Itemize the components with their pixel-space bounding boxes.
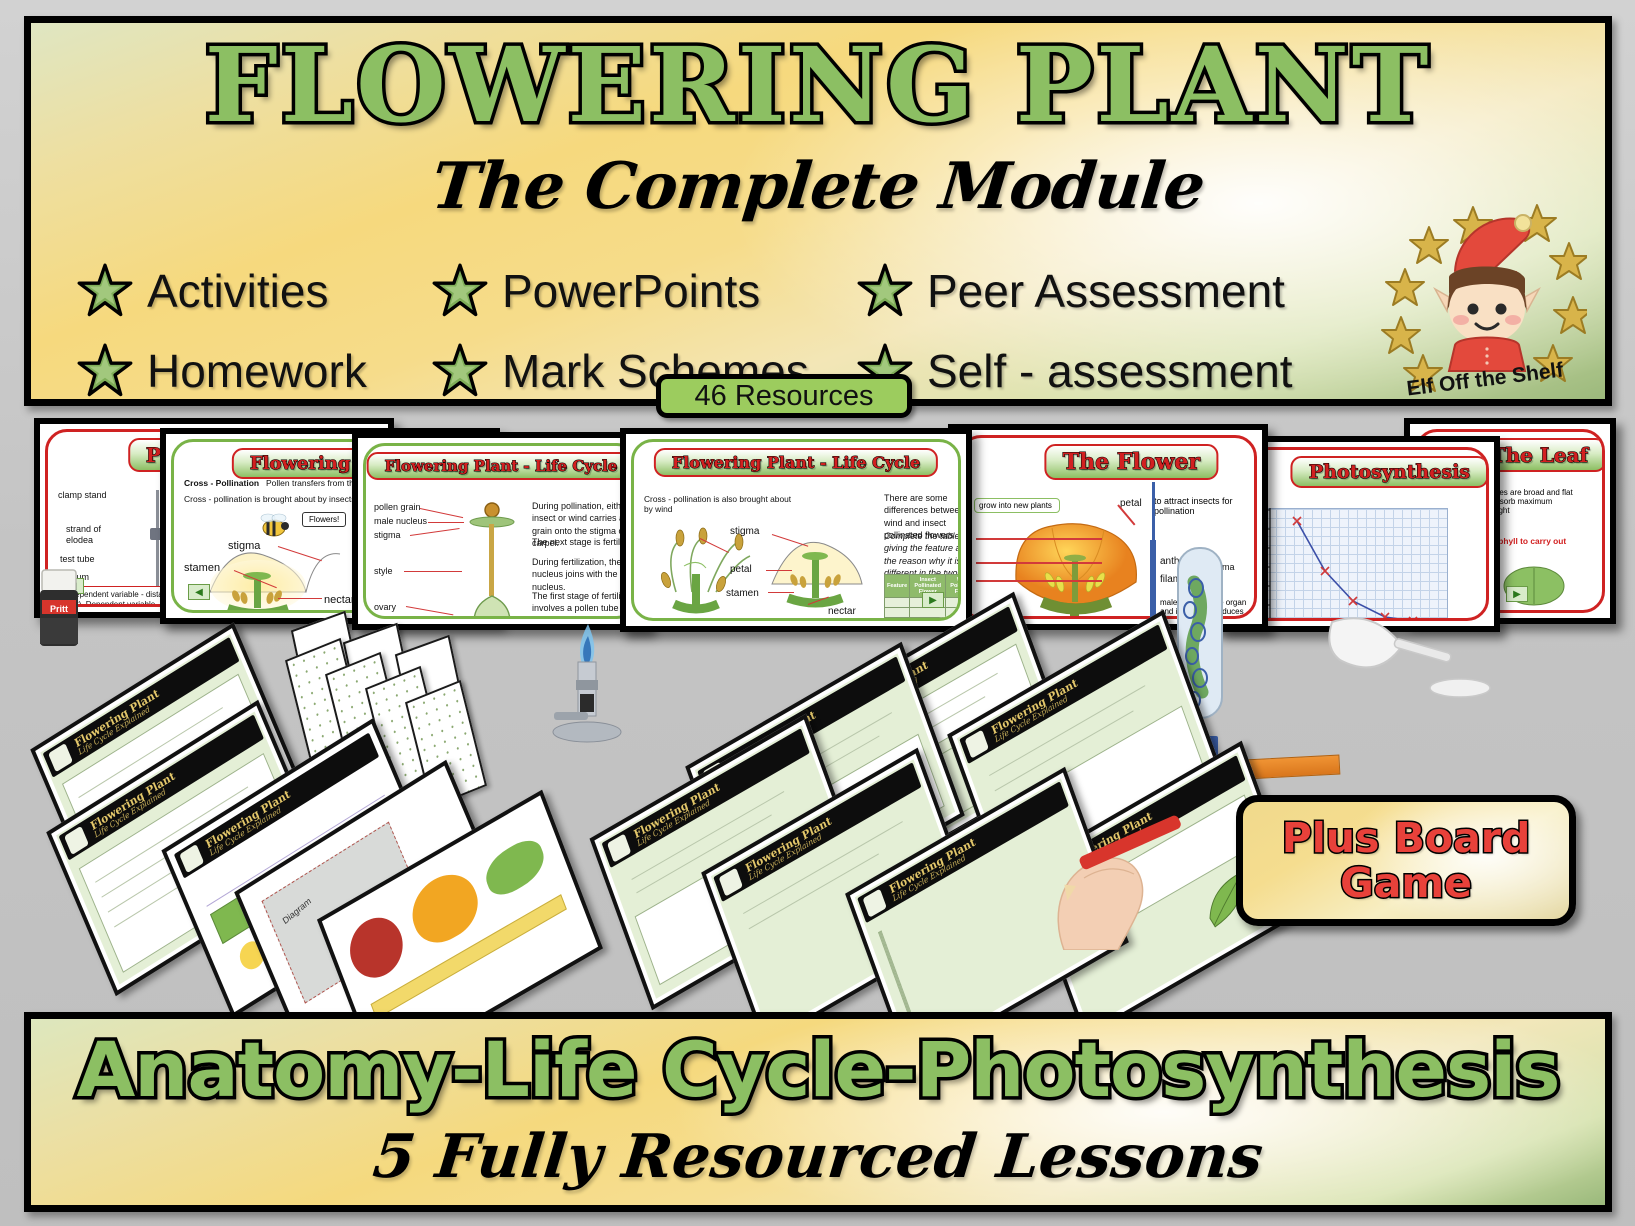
table-row bbox=[883, 607, 958, 618]
star-icon bbox=[77, 263, 133, 317]
slide-label: stigma bbox=[730, 526, 760, 537]
desk-lamp-prop bbox=[1308, 580, 1498, 730]
feature-item-peer-assessment: Peer Assessment bbox=[857, 263, 1327, 319]
slide-label: petal bbox=[730, 564, 752, 575]
feature-label: Self - assessment bbox=[927, 345, 1293, 397]
glue-stick-prop: Pritt bbox=[28, 556, 88, 656]
slide-text: Pollen transfers from the stamen bbox=[266, 478, 389, 488]
hand-with-pencil-prop bbox=[1020, 800, 1220, 951]
page-subtitle: The Complete Module bbox=[428, 149, 1208, 224]
footer-title: Anatomy-Life Cycle-Photosynthesis bbox=[73, 1022, 1564, 1118]
slide-bullet: The first stage of fertilization involve… bbox=[532, 591, 636, 616]
footer-banner: Anatomy-Life Cycle-Photosynthesis 5 Full… bbox=[24, 1012, 1612, 1212]
slide-text: Cross - pollination is brought about by … bbox=[184, 494, 376, 504]
feature-label: PowerPoints bbox=[502, 265, 761, 317]
slide-label: nectar bbox=[828, 606, 856, 617]
board-game-line2: Game bbox=[1339, 858, 1474, 907]
slide-label: pollen grain bbox=[374, 502, 421, 512]
slide-next-button[interactable]: ▶ bbox=[922, 592, 944, 608]
star-icon bbox=[857, 263, 913, 317]
star-icon bbox=[432, 343, 488, 397]
slide-label: ovary bbox=[374, 602, 397, 612]
slide-label: petal bbox=[1120, 498, 1142, 509]
page-title: FLOWERING PLANT bbox=[201, 25, 1432, 146]
bunsen-burner-prop bbox=[540, 620, 650, 760]
feature-item-powerpoints: PowerPoints bbox=[432, 263, 857, 319]
slide-prev-button[interactable]: ◀ bbox=[188, 584, 210, 600]
slide-intro: Cross - pollination is also brought abou… bbox=[644, 494, 792, 514]
slide-text: grow into new plants bbox=[974, 498, 1060, 513]
elf-mascot-icon: Elf Off the Shelf bbox=[1377, 193, 1593, 399]
slide-life-cycle-fertilisation[interactable]: Flowering Plant - Life Cycle pollen grai… bbox=[352, 432, 650, 630]
slide-text: to attract insects for pollination bbox=[1154, 496, 1233, 516]
table-header: Wind Pollinated Flower bbox=[945, 574, 958, 598]
slide-label: nectar bbox=[324, 594, 355, 606]
slide-bullet: During pollination, either an insect or … bbox=[532, 501, 639, 549]
svg-text:Pritt: Pritt bbox=[50, 604, 68, 614]
feature-item-self-assessment: Self - assessment bbox=[857, 343, 1327, 399]
slide-title: Photosynthesis bbox=[1290, 456, 1486, 488]
feature-item-homework: Homework bbox=[77, 343, 432, 399]
feature-label: Homework bbox=[147, 345, 367, 397]
resources-badge: 46 Resources bbox=[656, 374, 912, 418]
slide-label: strand of elodea bbox=[66, 524, 102, 546]
table-row bbox=[883, 617, 958, 618]
feature-label: Peer Assessment bbox=[927, 265, 1285, 317]
board-game-badge: Plus Board Game bbox=[1236, 795, 1576, 926]
slide-label: test tube bbox=[60, 554, 95, 564]
table-header: Feature bbox=[883, 574, 911, 598]
slide-title: The Flower bbox=[1044, 444, 1218, 480]
slide-bullet: The next stage is fertilization. bbox=[532, 537, 639, 547]
board-game-line1: Plus Board bbox=[1280, 814, 1532, 863]
slide-label: stigma bbox=[374, 530, 401, 540]
slide-next-button[interactable]: ▶ bbox=[1506, 586, 1528, 602]
slide-label: anther bbox=[1160, 556, 1189, 567]
slide-label: male nucleus bbox=[374, 516, 428, 526]
slide-label: clamp stand bbox=[58, 490, 107, 500]
slide-label: stamen bbox=[726, 588, 759, 599]
footer-subtitle: 5 Fully Resourced Lessons bbox=[369, 1122, 1267, 1192]
pollen-grain-icon bbox=[784, 620, 800, 621]
header-banner: FLOWERING PLANT The Complete Module Acti… bbox=[24, 16, 1612, 406]
star-icon bbox=[432, 263, 488, 317]
slide-bullet: During fertilization, the male nucleus j… bbox=[532, 557, 639, 592]
feature-label: Activities bbox=[147, 265, 329, 317]
bee-callout: Flowers! bbox=[302, 512, 347, 527]
star-icon bbox=[77, 343, 133, 397]
legend-insect: Pollen Grain bbox=[784, 620, 849, 621]
feature-list: Activities PowerPoints Peer Assessment bbox=[77, 251, 1327, 399]
slide-heading: Cross - Pollination bbox=[184, 478, 260, 488]
slide-life-cycle-wind-insect[interactable]: Flowering Plant - Life Cycle Cross - pol… bbox=[620, 428, 972, 632]
slide-title: Flowering Plant - Life Cycle bbox=[653, 448, 939, 477]
slide-label: stigma bbox=[228, 540, 261, 552]
chart-plot-area bbox=[1266, 508, 1448, 618]
slide-bullet: There are some differences between wind … bbox=[884, 493, 961, 541]
feature-item-activities: Activities bbox=[77, 263, 432, 319]
slide-title: Flowering Plant - Life Cycle bbox=[366, 452, 636, 480]
slide-label: stamen bbox=[184, 562, 221, 574]
slide-label: style bbox=[374, 566, 393, 576]
